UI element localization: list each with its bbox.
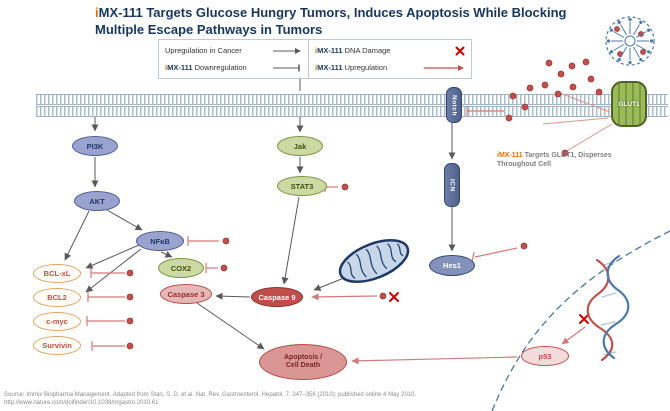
- activation-arrows: [64, 77, 456, 350]
- node-nfkb: NFκB: [136, 231, 184, 251]
- node-label: COX2: [170, 263, 192, 273]
- title-accent: i: [95, 5, 99, 20]
- node-jak: Jak: [277, 136, 323, 156]
- nucleus-boundary: [491, 230, 670, 411]
- legend-column-right: iMX-111 DNA Damage iMX-111 Upregulation: [309, 40, 471, 78]
- dna-helix-icon: [586, 254, 630, 362]
- legend-item-dna-damage: iMX-111 DNA Damage: [315, 46, 465, 56]
- legend-item-downregulation: iMX-111 Downregulation: [165, 63, 302, 72]
- node-akt: AKT: [74, 191, 120, 211]
- cell-membrane: [36, 94, 668, 117]
- node-stat3: STAT3: [277, 176, 327, 196]
- node-label: NFκB: [150, 236, 170, 246]
- node-p53: p53: [521, 346, 569, 366]
- membrane-lipid-band: [36, 106, 668, 117]
- page-title: iMX-111 Targets Glucose Hungry Tumors, I…: [95, 5, 655, 39]
- legend-item-upregulation: iMX-111 Upregulation: [315, 63, 465, 72]
- node-hes1: Hes1: [429, 255, 475, 276]
- node-glut1: GLUT1: [611, 81, 647, 127]
- source-line2: http://www.nature.com/doifinder/10.1038/…: [4, 400, 159, 407]
- node-apoptosis: Apoptosis / Cell Death: [259, 344, 347, 380]
- node-bcl2: BCL2: [33, 288, 81, 307]
- black-arrow-icon: [273, 47, 301, 54]
- node-label: Jak: [293, 141, 307, 151]
- node-notch: Notch: [446, 87, 462, 123]
- node-survivin: Survivin: [33, 336, 81, 355]
- upregulation-arrows: [311, 293, 586, 365]
- title-line1: MX-111 Targets Glucose Hungry Tumors, In…: [98, 5, 567, 20]
- node-caspase9: Caspase 9: [251, 287, 303, 307]
- notch-label: Notch: [450, 94, 458, 116]
- node-bclxl: BCL-xL: [33, 264, 81, 283]
- glut1-dispersal-lines: [542, 91, 613, 153]
- icn-label: ICN: [448, 178, 456, 192]
- glut1-annotation: iMX-111 Targets GLUT1, Disperses Through…: [497, 152, 612, 169]
- node-label: Caspase 3: [167, 289, 205, 299]
- glut1-label: GLUT1: [618, 100, 640, 108]
- node-label: Apoptosis /: [283, 353, 323, 361]
- imx-111-particles: [126, 26, 646, 350]
- legend-label: Upregulation in Cancer: [165, 46, 242, 55]
- source-citation: Source: Immix Biopharma Management. Adap…: [4, 391, 564, 408]
- node-label: AKT: [89, 196, 105, 206]
- legend-label: iMX-111 Upregulation: [315, 63, 388, 73]
- legend-item-upregulation-cancer: Upregulation in Cancer: [165, 46, 302, 55]
- node-icn: ICN: [444, 163, 460, 207]
- legend: Upregulation in Cancer iMX-111 Downregul…: [158, 39, 472, 79]
- source-line1: Source: Immix Biopharma Management. Adap…: [4, 392, 417, 398]
- mitochondria-icon: [338, 239, 410, 283]
- dna-damage-x-marks: [389, 292, 589, 324]
- nanoparticle-icon: [605, 16, 655, 66]
- node-cox2: COX2: [158, 258, 204, 278]
- node-label: c-myc: [46, 317, 68, 326]
- node-label: Survivin: [42, 341, 72, 350]
- legend-label: iMX-111 Downregulation: [165, 63, 247, 72]
- node-cmyc: c-myc: [33, 312, 81, 331]
- node-caspase3: Caspase 3: [160, 284, 212, 304]
- annotation-drug: iMX-111: [497, 152, 523, 159]
- title-line2: Multiple Escape Pathways in Tumors: [95, 21, 323, 37]
- node-label: Hes1: [443, 261, 461, 270]
- node-label: BCL2: [47, 293, 67, 302]
- legend-label: iMX-111 DNA Damage: [315, 46, 391, 56]
- red-arrow-icon: [424, 64, 464, 71]
- node-label: PI3K: [86, 141, 104, 151]
- legend-column-left: Upregulation in Cancer iMX-111 Downregul…: [159, 40, 309, 78]
- node-label: BCL-xL: [43, 269, 71, 278]
- node-label: Caspase 9: [258, 292, 296, 302]
- red-x-icon: [455, 46, 465, 56]
- membrane-lipid-band: [36, 94, 668, 105]
- node-label: Cell Death: [285, 362, 321, 369]
- inhibit-icon: [273, 64, 300, 71]
- node-label: STAT3: [290, 181, 314, 191]
- node-pi3k: PI3K: [72, 136, 118, 156]
- node-label: p53: [538, 351, 552, 361]
